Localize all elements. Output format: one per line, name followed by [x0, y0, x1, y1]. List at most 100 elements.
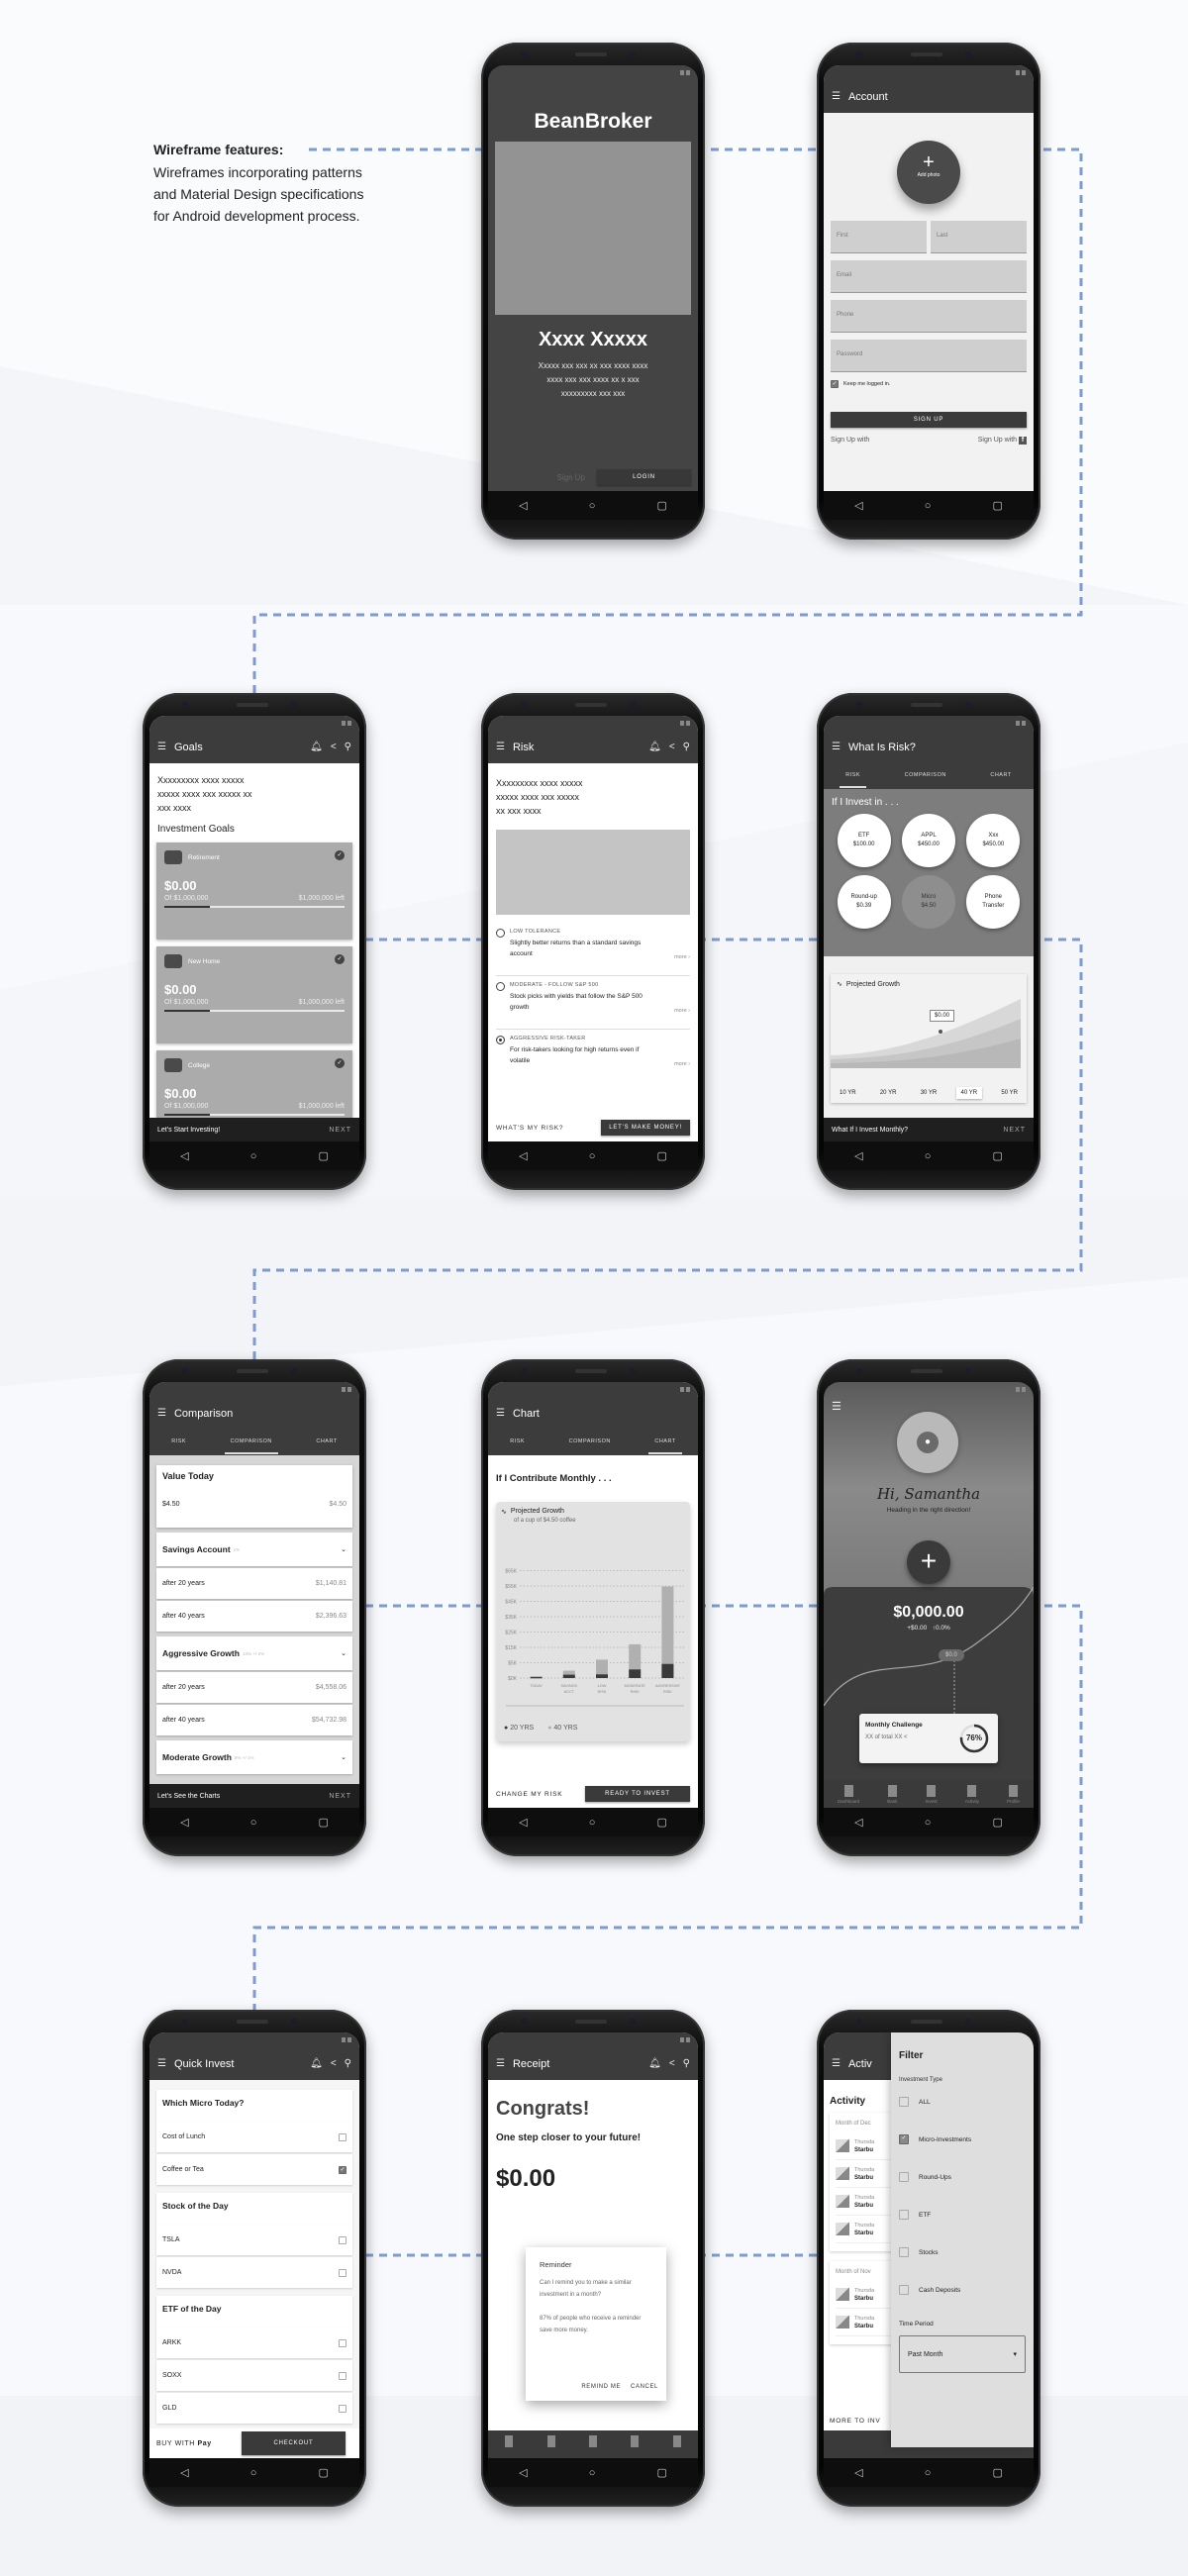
menu-icon[interactable]: ☰	[832, 2057, 841, 2069]
bottom-nav-item-activity[interactable]: Activity	[965, 1784, 979, 1804]
profile-avatar[interactable]: ●	[897, 1412, 958, 1473]
recents-icon[interactable]: ▢	[992, 2467, 1003, 2479]
menu-icon[interactable]: ☰	[496, 741, 505, 752]
share-icon[interactable]: <	[904, 1734, 908, 1740]
tab-risk[interactable]: RISK	[171, 1438, 187, 1444]
filter-option[interactable]: ETF	[899, 2196, 1026, 2233]
period-tab[interactable]: 40 YR	[955, 1087, 983, 1099]
change-my-risk-button[interactable]: CHANGE MY RISK	[496, 1790, 563, 1798]
keep-logged-in-checkbox[interactable]: ✓	[831, 380, 839, 388]
recents-icon[interactable]: ▢	[318, 1150, 329, 1162]
tab-comparison[interactable]: COMPARISON	[904, 772, 946, 778]
back-icon[interactable]: ◁	[519, 1817, 528, 1829]
bottom-nav-item-profile[interactable]: Profile	[1007, 1784, 1020, 1804]
sign-up-button[interactable]: SIGN UP	[831, 412, 1027, 428]
home-icon[interactable]: ○	[588, 2466, 596, 2479]
time-period-select[interactable]: Past Month▾	[899, 2335, 1026, 2373]
filter-checkbox[interactable]	[899, 2210, 909, 2220]
filter-checkbox[interactable]: ✓	[899, 2134, 909, 2144]
sign-up-facebook-button[interactable]: Sign Up with f	[978, 437, 1027, 445]
period-tab[interactable]: 20 YR	[879, 1090, 897, 1096]
home-icon[interactable]: ○	[588, 1816, 596, 1829]
more-link[interactable]: more ›	[674, 954, 690, 960]
login-button[interactable]: LOGIN	[597, 469, 691, 485]
tab-risk[interactable]: RISK	[510, 1438, 526, 1444]
bell-icon[interactable]: 🔔︎	[648, 2057, 661, 2069]
nav-placeholder-icon[interactable]	[631, 2435, 640, 2447]
quick-invest-option[interactable]: SOXX	[156, 2360, 352, 2391]
password-field[interactable]: Password	[831, 340, 1027, 372]
home-icon[interactable]: ○	[588, 499, 596, 512]
filter-option[interactable]: Stocks	[899, 2233, 1026, 2271]
remind-me-button[interactable]: REMIND ME	[581, 2384, 622, 2390]
recents-icon[interactable]: ▢	[656, 2467, 667, 2479]
search-icon[interactable]: ⚲	[682, 2057, 690, 2069]
period-tab[interactable]: 30 YR	[920, 1090, 938, 1096]
filter-option[interactable]: Cash Deposits	[899, 2271, 1026, 2309]
back-icon[interactable]: ◁	[854, 1817, 863, 1829]
filter-option[interactable]: Round-Ups	[899, 2158, 1026, 2196]
menu-icon[interactable]: ☰	[832, 741, 841, 752]
bell-icon[interactable]: 🔔︎	[648, 741, 661, 752]
check-circle-icon[interactable]: ✓	[335, 1058, 345, 1068]
menu-icon[interactable]: ☰	[157, 2057, 166, 2069]
back-icon[interactable]: ◁	[180, 1150, 189, 1162]
share-icon[interactable]: <	[668, 2057, 675, 2069]
radio-selected-icon[interactable]	[496, 1036, 505, 1044]
option-checkbox[interactable]	[339, 2338, 346, 2347]
chevron-down-icon[interactable]: ⌄	[341, 1650, 346, 1657]
home-icon[interactable]: ○	[924, 2466, 932, 2479]
share-icon[interactable]: <	[330, 741, 337, 752]
quick-invest-option[interactable]: GLD	[156, 2393, 352, 2424]
quick-invest-option[interactable]: Coffee or Tea✓	[156, 2154, 352, 2185]
quick-invest-option[interactable]: NVDA	[156, 2257, 352, 2288]
option-checkbox[interactable]	[339, 2268, 346, 2277]
invest-option-bubble[interactable]: APPL$450.00	[901, 814, 955, 867]
next-button[interactable]: NEXT	[329, 1126, 351, 1134]
tab-comparison[interactable]: COMPARISON	[224, 1431, 278, 1454]
tab-comparison[interactable]: COMPARISON	[568, 1438, 611, 1444]
option-checkbox[interactable]	[339, 2132, 346, 2141]
back-icon[interactable]: ◁	[854, 2467, 863, 2479]
recents-icon[interactable]: ▢	[318, 1817, 329, 1829]
search-icon[interactable]: ⚲	[682, 741, 690, 752]
home-icon[interactable]: ○	[924, 499, 932, 512]
lets-make-money-button[interactable]: LET'S MAKE MONEY!	[601, 1120, 690, 1136]
home-icon[interactable]: ○	[588, 1149, 596, 1162]
back-icon[interactable]: ◁	[854, 500, 863, 512]
search-icon[interactable]: ⚲	[344, 741, 351, 752]
checkout-button[interactable]: CHECKOUT	[242, 2431, 346, 2455]
first-name-field[interactable]: First	[831, 221, 927, 253]
period-tab[interactable]: 10 YR	[840, 1090, 856, 1096]
check-circle-icon[interactable]: ✓	[335, 850, 345, 860]
tab-risk[interactable]: RISK	[840, 764, 867, 788]
option-checkbox[interactable]: ✓	[339, 2165, 346, 2174]
email-field[interactable]: Email	[831, 260, 1027, 293]
more-link[interactable]: more ›	[674, 1008, 690, 1014]
recents-icon[interactable]: ▢	[992, 1150, 1003, 1162]
whats-my-risk-button[interactable]: WHAT'S MY RISK?	[496, 1124, 564, 1132]
more-link[interactable]: more ›	[674, 1061, 690, 1067]
cancel-button[interactable]: CANCEL	[631, 2384, 658, 2390]
invest-option-bubble[interactable]: Micro$4.50	[901, 875, 955, 929]
filter-checkbox[interactable]	[899, 2097, 909, 2107]
monthly-challenge-card[interactable]: Monthly Challenge XX of total XX < 76%	[859, 1714, 998, 1763]
back-icon[interactable]: ◁	[519, 500, 528, 512]
option-checkbox[interactable]	[339, 2235, 346, 2244]
tab-chart[interactable]: CHART	[990, 772, 1012, 778]
bottom-nav-item-dashboard[interactable]: Dashboard	[838, 1784, 859, 1804]
recents-icon[interactable]: ▢	[656, 500, 667, 512]
next-button[interactable]: NEXT	[329, 1792, 351, 1800]
menu-icon[interactable]: ☰	[832, 1401, 842, 1413]
bell-icon[interactable]: 🔔︎	[310, 741, 323, 752]
apple-pay-button[interactable]: BUY WITH Pay	[156, 2440, 212, 2447]
chevron-down-icon[interactable]: ⌄	[341, 1546, 346, 1553]
recents-icon[interactable]: ▢	[318, 2467, 329, 2479]
nav-placeholder-icon[interactable]	[505, 2435, 514, 2447]
